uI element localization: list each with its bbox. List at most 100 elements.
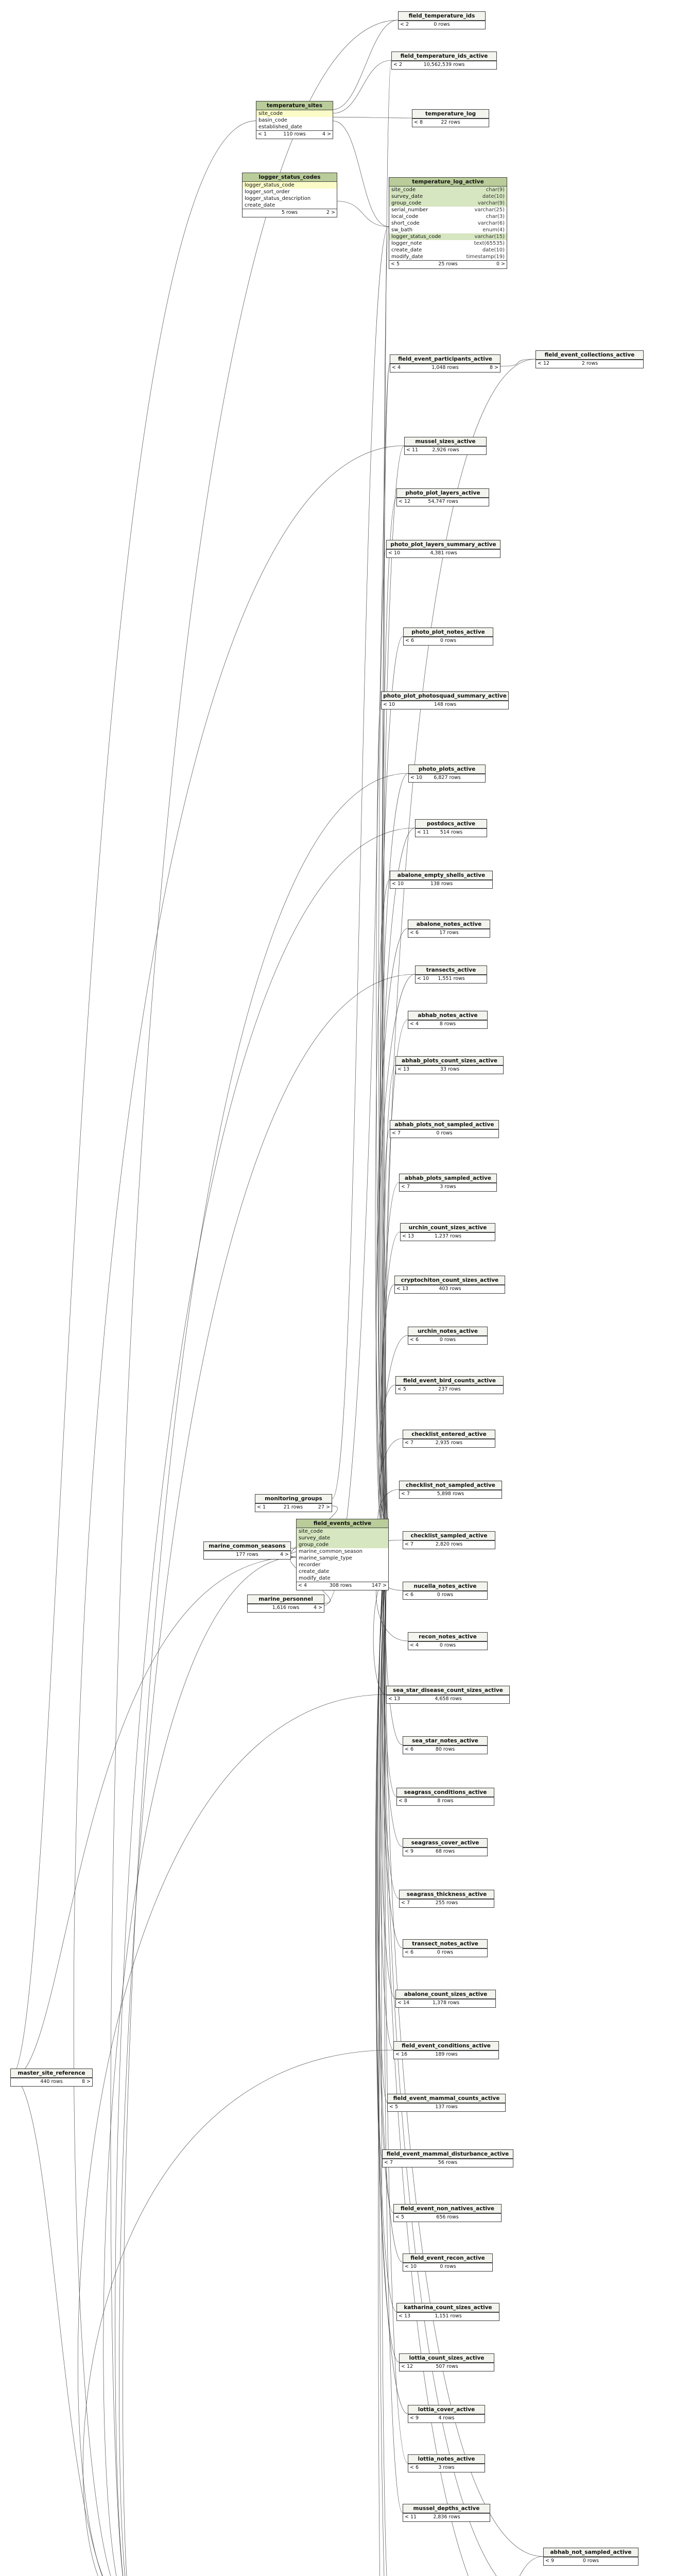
table-title[interactable]: transect_notes_active — [403, 1940, 487, 1948]
table-title[interactable]: urchin_count_sizes_active — [401, 1224, 495, 1232]
table-title[interactable]: master_site_reference — [11, 2069, 92, 2078]
table-title[interactable]: photo_plot_notes_active — [404, 628, 493, 637]
table-title[interactable]: field_temperature_ids — [399, 12, 485, 21]
table-title[interactable]: sea_star_disease_count_sizes_active — [387, 1686, 509, 1695]
table-title[interactable]: photo_plots_active — [409, 765, 485, 774]
table-title[interactable]: sea_star_notes_active — [403, 1737, 487, 1745]
table-title[interactable]: field_event_non_natives_active — [394, 2205, 501, 2213]
table-title[interactable]: logger_status_codes — [243, 173, 337, 182]
table-title[interactable]: mussel_depths_active — [403, 2504, 490, 2513]
table-title[interactable]: temperature_sites — [256, 101, 333, 110]
table-title[interactable]: marine_common_seasons — [204, 1542, 290, 1551]
table-title[interactable]: checklist_not_sampled_active — [400, 1481, 502, 1490]
table-title[interactable]: recon_notes_active — [408, 1633, 487, 1641]
table-title[interactable]: abhab_plots_count_sizes_active — [396, 1057, 503, 1065]
table-title[interactable]: photo_plot_layers_summary_active — [387, 540, 500, 549]
table-title[interactable]: seagrass_thickness_active — [400, 1890, 494, 1899]
table-title[interactable]: field_events_active — [297, 1519, 388, 1528]
table-title[interactable]: temperature_log_active — [389, 178, 507, 187]
table-title[interactable]: lottia_count_sizes_active — [400, 2354, 494, 2363]
table-title[interactable]: lottia_notes_active — [408, 2455, 485, 2464]
table-title[interactable]: field_event_mammal_counts_active — [388, 2094, 505, 2103]
table-title[interactable]: katharina_count_sizes_active — [397, 2303, 499, 2312]
table-title[interactable]: seagrass_conditions_active — [397, 1788, 494, 1797]
table-title[interactable]: marine_personnel — [248, 1595, 324, 1604]
table-title[interactable]: transects_active — [416, 966, 487, 975]
table-title[interactable]: abhab_notes_active — [408, 1011, 487, 1020]
table-title[interactable]: abalone_count_sizes_active — [396, 1990, 495, 1999]
table-title[interactable]: photo_plot_photosquad_summary_active — [382, 692, 508, 701]
table-title[interactable]: abhab_plots_not_sampled_active — [390, 1121, 498, 1129]
table-title[interactable]: field_event_bird_counts_active — [396, 1377, 503, 1385]
table-title[interactable]: seagrass_cover_active — [403, 1839, 487, 1848]
table-title[interactable]: temperature_log — [412, 110, 489, 118]
table-title[interactable]: checklist_entered_active — [403, 1430, 495, 1439]
table-title[interactable]: field_event_recon_active — [403, 2254, 492, 2263]
table-title[interactable]: abhab_plots_sampled_active — [400, 1174, 496, 1183]
table-title[interactable]: abalone_notes_active — [408, 920, 490, 929]
table-title[interactable]: mussel_sizes_active — [405, 437, 486, 446]
table-title[interactable]: postdocs_active — [416, 820, 487, 828]
table-title[interactable]: nucella_notes_active — [403, 1582, 487, 1591]
table-title[interactable]: abalone_empty_shells_active — [390, 871, 492, 880]
table-title[interactable]: urchin_notes_active — [408, 1327, 487, 1336]
table-title[interactable]: lottia_cover_active — [408, 2405, 485, 2414]
table-title[interactable]: field_event_mammal_disturbance_active — [383, 2150, 513, 2159]
table-title[interactable]: abhab_not_sampled_active — [544, 2548, 638, 2557]
table-title[interactable]: field_event_conditions_active — [394, 2042, 498, 2050]
table-title[interactable]: field_event_participants_active — [390, 355, 500, 364]
table-photo_plot_photosquad_summary_active[interactable]: photo_plot_photosquad_summary_active< 10… — [381, 691, 509, 709]
table-title[interactable]: cryptochiton_count_sizes_active — [395, 1276, 505, 1285]
table-field_event_mammal_disturbance_active[interactable]: field_event_mammal_disturbance_active< 7… — [382, 2149, 513, 2167]
table-title[interactable]: checklist_sampled_active — [403, 1532, 495, 1540]
table-title[interactable]: field_temperature_ids_active — [392, 52, 496, 61]
table-title[interactable]: monitoring_groups — [255, 1495, 332, 1503]
